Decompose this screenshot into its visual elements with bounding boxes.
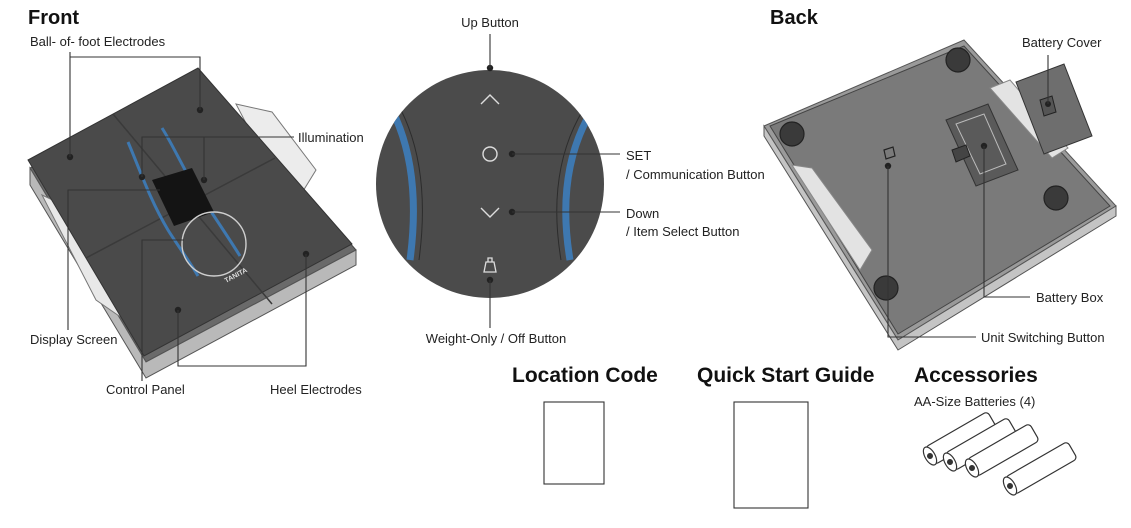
control-panel-leader: [141, 239, 184, 381]
illumination-leader: [141, 136, 294, 180]
control-panel-closeup: [376, 64, 604, 298]
battery-box-label: Battery Box: [1036, 290, 1104, 305]
set-sub-label: / Communication Button: [626, 167, 765, 182]
back-heading: Back: [770, 7, 819, 29]
battery-cover-label: Battery Cover: [1022, 35, 1102, 50]
down-label: Down: [626, 206, 659, 221]
display-screen-leader: [67, 189, 160, 330]
heel-electrodes-label: Heel Electrodes: [270, 382, 362, 397]
illumination-label: Illumination: [298, 130, 364, 145]
unit-switching-leader: [887, 166, 976, 338]
front-heading: Front: [28, 7, 79, 29]
ball-electrodes-leader: [69, 52, 201, 157]
accessories-heading: Accessories: [914, 364, 1038, 387]
set-circle-icon[interactable]: [482, 146, 498, 162]
battery-box-leader: [983, 146, 1030, 298]
control-panel-label: Control Panel: [106, 382, 185, 397]
quick-start-heading: Quick Start Guide: [697, 364, 874, 387]
weight-only-label: Weight-Only / Off Button: [426, 331, 566, 346]
up-button-label: Up Button: [461, 15, 519, 30]
ball-electrodes-label: Ball- of- foot Electrodes: [30, 34, 166, 49]
batteries-illustration: [922, 412, 1077, 496]
up-chevron-icon[interactable]: [480, 94, 500, 105]
batteries-label: AA-Size Batteries (4): [914, 394, 1035, 409]
heel-electrodes-leader: [177, 254, 307, 367]
weight-icon[interactable]: [483, 257, 497, 273]
display-screen-label: Display Screen: [30, 332, 117, 347]
down-chevron-icon[interactable]: [480, 207, 500, 218]
front-scale-illustration: TANITA: [27, 67, 357, 379]
quick-start-guide-booklet: [733, 401, 809, 509]
set-label: SET: [626, 148, 651, 163]
location-code-heading: Location Code: [512, 364, 658, 387]
unit-switching-label: Unit Switching Button: [981, 330, 1105, 345]
down-sub-label: / Item Select Button: [626, 224, 739, 239]
back-scale-illustration: [763, 39, 1117, 351]
location-code-card: [543, 401, 605, 485]
